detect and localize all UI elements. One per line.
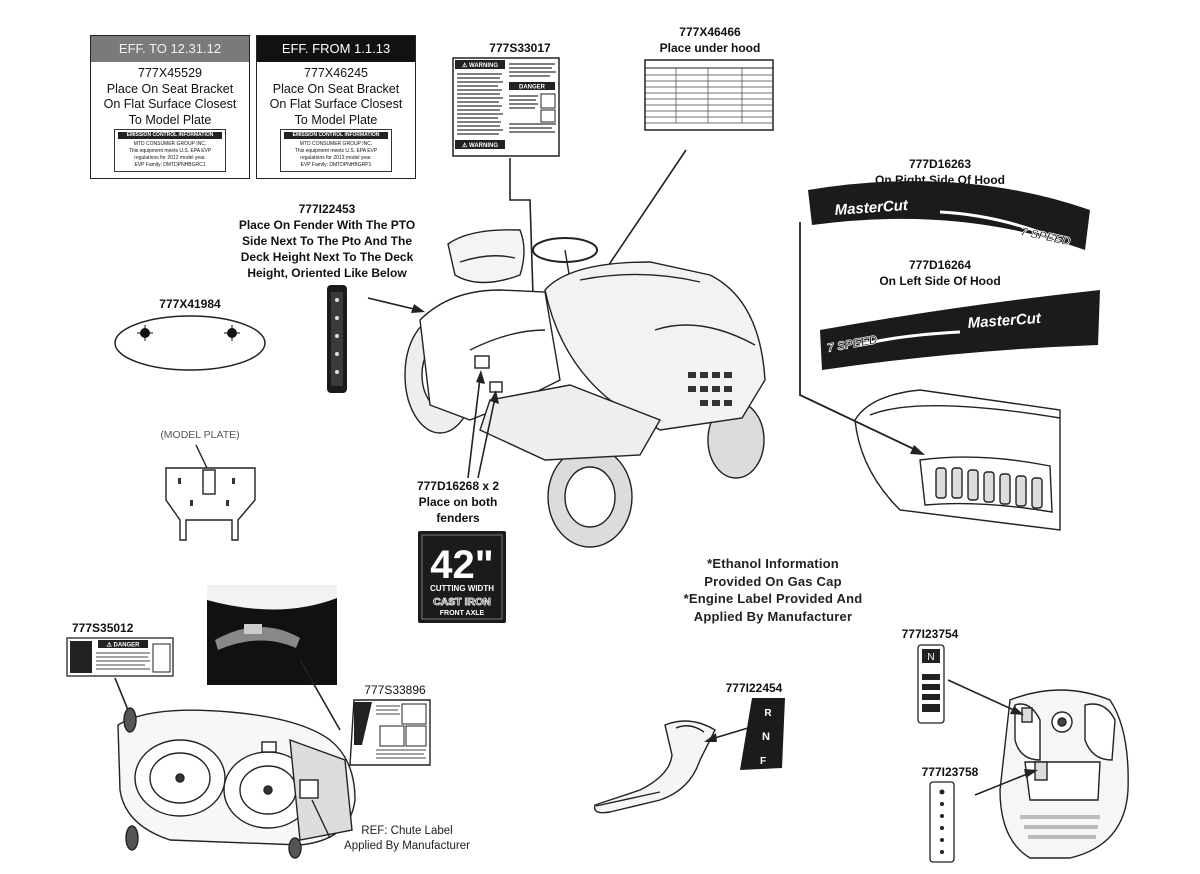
placement-line: Place On Seat Bracket xyxy=(272,81,400,96)
part-label-777i23754: 777I23754 xyxy=(901,627,959,641)
effective-from-header: EFF. FROM 1.1.13 xyxy=(257,36,415,62)
leader-line-777s33017 xyxy=(509,158,536,361)
cutting-width-decal-777d16268: 42" CUTTING WIDTH CAST IRON FRONT AXLE xyxy=(418,531,506,623)
emission-label-thumb: EMISSION CONTROL INFORMATION MTD CONSUME… xyxy=(114,129,226,172)
part-label-777s35012: 777S35012 xyxy=(72,621,134,635)
part-number-777x45529: 777X45529 xyxy=(138,66,202,80)
svg-text:7 SPEED: 7 SPEED xyxy=(1019,224,1072,248)
warning-decal-777s33017: ⚠ WARNING DANGER ⚠ W xyxy=(452,57,560,157)
label-box-777x45529: EFF. TO 12.31.12 777X45529 Place On Seat… xyxy=(90,35,250,179)
part-label-777x46466: 777X46466 Place under hood xyxy=(659,25,761,55)
svg-text:CUTTING WIDTH: CUTTING WIDTH xyxy=(430,584,494,593)
oval-decal-777x41984 xyxy=(114,315,266,371)
part-label-777s33017: 777S33017 xyxy=(489,41,551,55)
part-label-777i22454: 777I22454 xyxy=(725,681,783,695)
emission-label-thumb: EMISSION CONTROL INFORMATION MTD CONSUME… xyxy=(280,129,392,172)
chute-label-reference: REF: Chute Label Applied By Manufacturer xyxy=(344,825,470,852)
svg-text:MasterCut: MasterCut xyxy=(834,197,909,219)
svg-text:N: N xyxy=(762,731,770,743)
effective-to-header: EFF. TO 12.31.12 xyxy=(91,36,249,62)
leader-line-model-plate xyxy=(195,444,208,469)
leader-line-777d16268-b xyxy=(477,397,496,479)
model-plate-caption: (MODEL PLATE) xyxy=(160,429,240,441)
leader-line-777i22454 xyxy=(707,727,749,741)
pto-decal-777i22453 xyxy=(327,285,347,393)
svg-text:MasterCut: MasterCut xyxy=(967,310,1042,332)
svg-text:DANGER: DANGER xyxy=(519,85,546,91)
dashboard-console-drawing xyxy=(999,689,1129,859)
placement-line: On Flat Surface Closest xyxy=(103,97,237,111)
placement-line: On Flat Surface Closest xyxy=(269,97,403,111)
model-plate-bracket-drawing xyxy=(165,467,256,541)
part-label-777d16263: 777D16263 On Right Side Of Hood xyxy=(875,157,1005,187)
pto-switch-decal-777i23754: N xyxy=(917,644,945,724)
svg-text:⚠ DANGER: ⚠ DANGER xyxy=(106,642,140,649)
danger-decal-777s33896 xyxy=(349,699,431,766)
svg-text:⚠ WARNING: ⚠ WARNING xyxy=(462,142,498,149)
svg-text:7 SPEED: 7 SPEED xyxy=(826,332,879,355)
part-label-777d16268: 777D16268 x 2 Place on both fenders xyxy=(416,479,500,525)
leader-line-777i23754 xyxy=(947,679,1019,713)
shift-pedal-drawing xyxy=(593,720,716,814)
leader-line-photo xyxy=(299,659,341,731)
danger-decal-777s35012: ⚠ DANGER xyxy=(66,637,174,677)
hood-decal-right-777d16263: MasterCut 7 SPEED xyxy=(808,181,1090,250)
part-label-777i23758: 777I23758 xyxy=(921,765,979,779)
part-number-777x46245: 777X46245 xyxy=(304,66,368,80)
svg-text:CAST IRON: CAST IRON xyxy=(433,596,491,608)
leader-line-777x46466 xyxy=(599,149,687,279)
svg-text:R: R xyxy=(764,708,772,719)
model-label-777x46466 xyxy=(644,59,774,131)
svg-text:⚠ WARNING: ⚠ WARNING xyxy=(462,62,498,69)
hood-detail-drawing xyxy=(854,389,1061,531)
svg-text:F: F xyxy=(760,756,766,767)
svg-text:N: N xyxy=(927,652,934,663)
part-label-777x41984: 777X41984 xyxy=(159,297,221,311)
placement-line: To Model Plate xyxy=(294,112,378,127)
hood-decal-left-777d16264: MasterCut 7 SPEED xyxy=(820,290,1100,370)
part-label-777d16264: 777D16264 On Left Side Of Hood xyxy=(879,258,1001,288)
placement-line: To Model Plate xyxy=(128,112,212,127)
manufacturer-notes: *Ethanol Information Provided On Gas Cap… xyxy=(683,556,863,624)
part-label-777i22453: 777I22453 Place On Fender With The PTO S… xyxy=(238,202,416,280)
mower-deck-drawing xyxy=(117,707,356,859)
shift-decal-777i22454: R N F xyxy=(740,698,785,770)
label-box-777x46245: EFF. FROM 1.1.13 777X46245 Place On Seat… xyxy=(256,35,416,179)
deck-photo-inset xyxy=(207,585,337,685)
leader-line-777d16268-a xyxy=(467,377,481,479)
svg-text:42": 42" xyxy=(430,543,493,587)
leader-line-777i22453 xyxy=(367,297,419,311)
placement-line: Place On Seat Bracket xyxy=(106,81,234,96)
svg-text:FRONT AXLE: FRONT AXLE xyxy=(440,610,485,617)
throttle-decal-777i23758 xyxy=(929,781,955,863)
leader-line-777s35012 xyxy=(114,677,131,716)
part-label-777s33896: 777S33896 xyxy=(364,683,426,697)
